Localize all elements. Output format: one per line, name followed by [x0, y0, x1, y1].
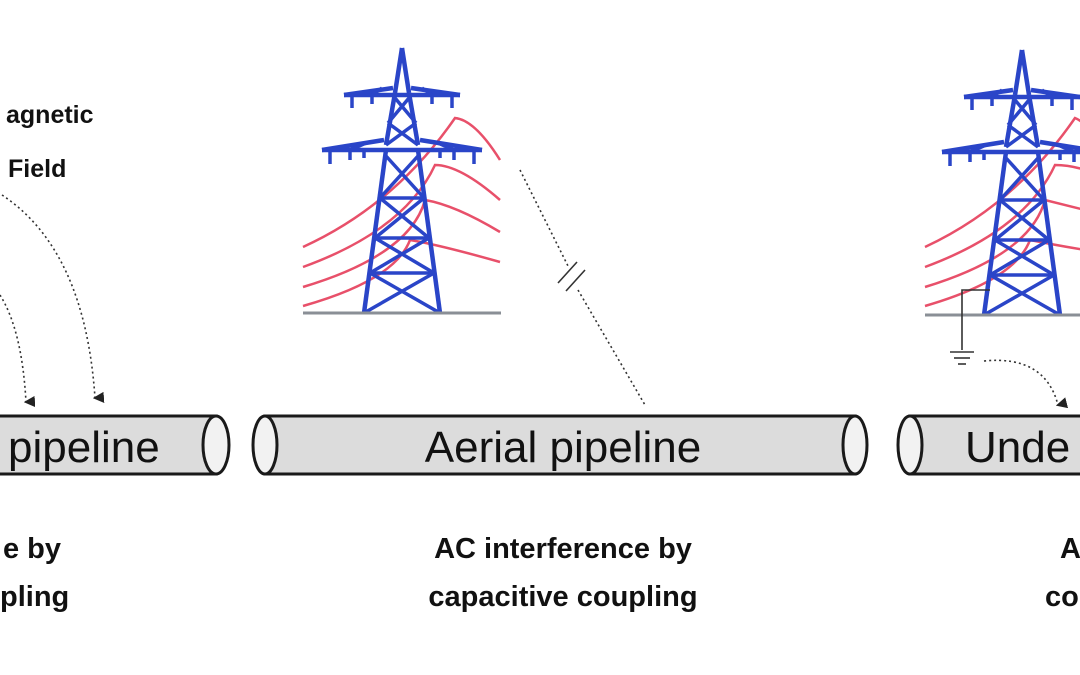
aerial-pipeline: Aerial pipeline	[251, 414, 869, 476]
left-pipeline: pipeline	[0, 414, 231, 476]
ground-symbol	[950, 289, 990, 365]
left-caption-line1: e by	[3, 533, 61, 565]
pipe-end-left	[896, 414, 924, 476]
left-pipe-label: pipeline	[8, 423, 160, 472]
capacitive-panel: Aerial pipeline AC interference by capac…	[251, 48, 869, 613]
transmission-tower-right	[942, 50, 1080, 315]
pipe-end-left	[251, 414, 279, 476]
underground-pipeline: Unde	[896, 414, 1080, 476]
center-caption-line2: capacitive coupling	[428, 581, 697, 613]
field-arrow-1	[0, 294, 36, 408]
right-caption-line2: co	[1045, 581, 1079, 613]
field-arrow-2	[1, 194, 105, 403]
conductive-panel: Unde A co	[896, 50, 1080, 613]
center-caption-line1: AC interference by	[434, 533, 692, 565]
inductive-panel: agnetic Field pipeline e by pling	[0, 101, 231, 613]
current-arrow	[983, 359, 1069, 409]
field-label-line2: Field	[8, 155, 66, 183]
aerial-pipe-label: Aerial pipeline	[425, 423, 701, 472]
left-caption-line2: pling	[0, 581, 69, 613]
capacitor-symbol	[519, 169, 646, 406]
pipe-end-right	[201, 414, 231, 476]
field-label-line1: agnetic	[6, 101, 94, 129]
right-caption-line1: A	[1060, 533, 1080, 565]
pipe-end-right	[841, 414, 869, 476]
underground-pipe-label: Unde	[965, 423, 1070, 472]
